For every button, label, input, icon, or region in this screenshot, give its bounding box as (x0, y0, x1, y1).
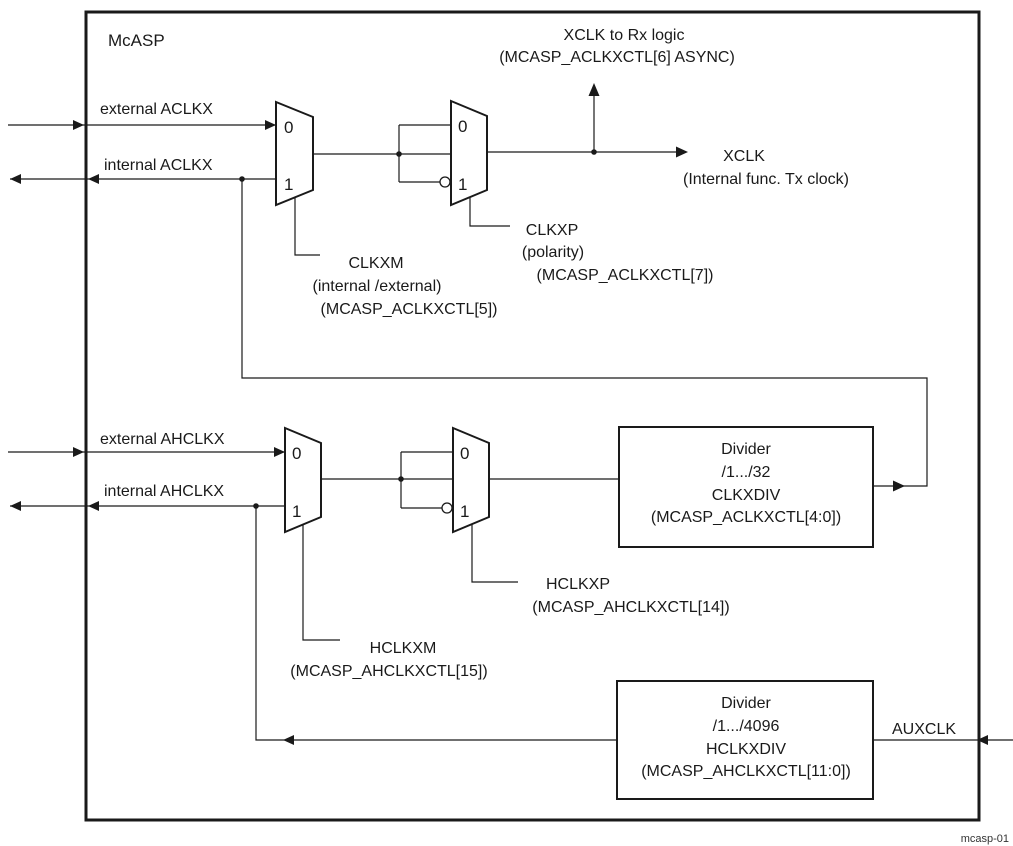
hclkxm-mux-input-0: 0 (292, 444, 301, 463)
clkxp-label: CLKXP (526, 222, 578, 239)
mcasp-block-frame (84, 10, 981, 822)
clkxp-mux-input-1: 1 (458, 175, 467, 194)
xclk-rx-arrow (588, 83, 600, 96)
internal-aclkx-inner-arrow (88, 174, 99, 184)
aclkx-feedback-wire (241, 179, 928, 487)
hclkxdiv-register: (MCASP_AHCLKXCTL[11:0]) (641, 763, 851, 780)
clkxm-label: CLKXM (348, 255, 403, 272)
xclk-description: (Internal func. Tx clock) (683, 171, 849, 188)
clkxm-mux-input-1: 1 (284, 175, 293, 194)
hclkxdiv-title: Divider (721, 695, 771, 712)
internal-aclkx-left-arrow (10, 174, 21, 184)
hclkxm-mux-input-1: 1 (292, 502, 301, 521)
xclk-label: XCLK (723, 148, 765, 165)
internal-ahclkx-label: internal AHCLKX (104, 483, 224, 500)
clkxdiv-divider-box (618, 426, 874, 548)
block-title: McASP (108, 31, 165, 50)
clkxm-register: (MCASP_ACLKXCTL[5]) (321, 301, 498, 318)
xclk-rx-label: XCLK to Rx logic (564, 27, 685, 44)
clkxm-description: (internal /external) (313, 278, 442, 295)
clkxm-mux-input-0: 0 (284, 118, 293, 137)
hclkxp-control-wire (471, 524, 518, 583)
clkxdiv-output-arrow (893, 480, 905, 492)
hclkxdiv-range: /1.../4096 (713, 718, 780, 735)
internal-aclkx-label: internal ACLKX (104, 157, 213, 174)
hclkxdiv-name: HCLKXDIV (706, 741, 786, 758)
mux1-input0-arrow (265, 120, 276, 130)
auxclk-arrow (977, 735, 988, 745)
clkxp-description: (polarity) (522, 244, 584, 261)
clkxdiv-range: /1.../32 (722, 464, 771, 481)
external-ahclkx-label: external AHCLKX (100, 431, 225, 448)
clkxp-register: (MCASP_ACLKXCTL[7]) (537, 267, 714, 284)
hclkxdiv-out-wire (255, 506, 617, 741)
hclkxm-label: HCLKXM (370, 640, 437, 657)
clkxp-mux-input-0: 0 (458, 117, 467, 136)
hclkxm-control-wire (302, 524, 340, 641)
clkxm-control-wire (294, 198, 320, 256)
hclkxp-mux-input-1: 1 (460, 502, 469, 521)
internal-ahclkx-inner-arrow (88, 501, 99, 511)
clkxdiv-name: CLKXDIV (712, 487, 781, 504)
clkxdiv-title: Divider (721, 441, 771, 458)
clkxp-mux (450, 99, 488, 207)
hclkxp-label: HCLKXP (546, 576, 610, 593)
clkxdiv-register: (MCASP_ACLKXCTL[4:0]) (651, 509, 841, 526)
xclk-arrow (676, 146, 688, 158)
hclkxm-mux (284, 426, 322, 534)
hclkxp-mux (452, 426, 490, 534)
clkxp-control-wire (469, 198, 510, 227)
figure-id: mcasp-01 (961, 833, 1009, 845)
hclkxp-inverter-bubble (441, 502, 453, 514)
hclkxm-register: (MCASP_AHCLKXCTL[15]) (290, 663, 487, 680)
xclk-rx-register: (MCASP_ACLKXCTL[6] ASYNC) (499, 49, 735, 66)
external-aclkx-label: external ACLKX (100, 101, 213, 118)
mux3-input0-arrow (274, 447, 285, 457)
auxclk-label: AUXCLK (892, 721, 956, 738)
hclkxdiv-out-arrow (283, 735, 294, 745)
hclkxp-register: (MCASP_AHCLKXCTL[14]) (532, 599, 729, 616)
clkxp-inverter-bubble (439, 176, 451, 188)
internal-ahclkx-left-arrow (10, 501, 21, 511)
external-aclkx-arrow (73, 120, 84, 130)
hclkxp-mux-input-0: 0 (460, 444, 469, 463)
clkxm-mux (275, 100, 314, 207)
external-ahclkx-arrow (73, 447, 84, 457)
